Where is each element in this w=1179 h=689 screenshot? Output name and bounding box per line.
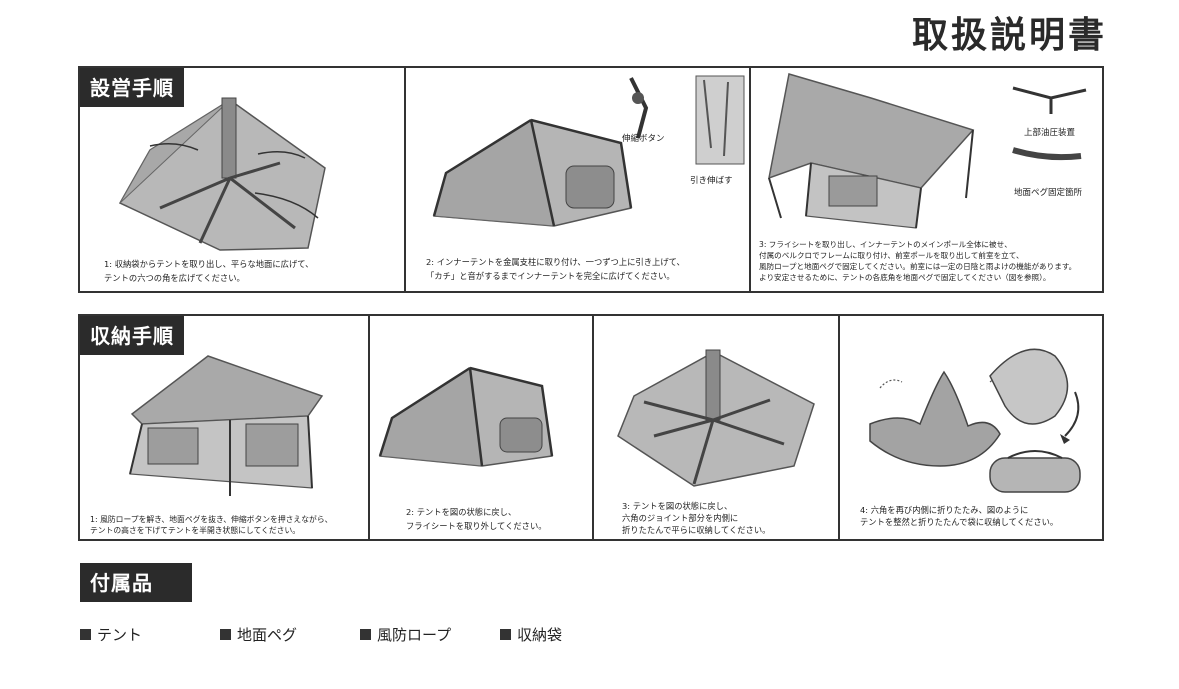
storage-step-1: 1: 風防ロープを解き、地面ペグを抜き、伸縮ボタンを押さえながら、 テントの高さ… [80,316,370,539]
storage-step-2: 2: テントを図の状態に戻し、 フライシートを取り外してください。 [370,316,594,539]
peg-point-label: 地面ペグ固定箇所 [1014,188,1083,198]
accessories-heading: 付属品 [80,563,192,602]
bullet-square-icon [220,629,231,640]
bullet-square-icon [500,629,511,640]
storage-step-4-caption-1: 4: 六角を再び内側に折りたたみ、図のように [860,505,1029,515]
setup-step-3-caption-3: 風防ロープと地面ペグで固定してください。前室には一定の日陰と雨よけの機能がありま… [759,262,1077,271]
setup-section: 設営手順 1: 収納袋からテントを取り出し、平らな地面に広げて、 テントの六つの… [78,66,1104,293]
accessory-item: テント [80,624,220,645]
setup-step-2-caption-1: 2: インナーテントを金属支柱に取り付け、一つずつ上に引き上げて、 [426,257,685,267]
storage-step-4-caption-2: テントを整然と折りたたんで袋に収納してください。 [860,517,1059,527]
accessory-rope: 風防ロープ [377,626,452,644]
storage-section: 収納手順 1: 風防ロープを解き、地面ペグを抜き、伸縮ボタンを押さえながら、 テ… [78,314,1104,541]
storage-step-2-caption-1: 2: テントを図の状態に戻し、 [406,507,517,517]
storage-step-3-caption-2: 六角のジョイント部分を内側に [622,513,739,523]
storage-step-2-caption-2: フライシートを取り外してください。 [406,521,547,531]
accessories-list: テント 地面ペグ 風防ロープ 収納袋 [80,624,640,645]
accessory-item: 風防ロープ [360,624,500,645]
half-open-tent-illustration [129,355,324,496]
setup-step-3-caption-4: より安定させるために、テントの各底角を地面ペグで固定してください（図を参照）。 [759,273,1051,282]
setup-step-2: 伸縮ボタン 引き伸ばす 2: インナーテントを金属支柱に取り付け、一つずつ上に引… [406,68,751,291]
storage-step-4: 4: 六角を再び内側に折りたたみ、図のように テントを整然と折りたたんで袋に収納… [840,316,1104,539]
bullet-square-icon [80,629,91,640]
accessory-peg: 地面ペグ [237,626,298,644]
fly-sheet-tent-illustration [768,73,1087,229]
telescopic-button-label: 伸縮ボタン [622,134,665,144]
setup-step-3-caption-2: 付属のベルクロでフレームに取り付け、前室ポールを取り出して前室を立て、 [759,251,1024,260]
inner-tent-illustration [432,75,745,227]
pack-into-bag-illustration [869,348,1081,493]
setup-step-2-caption-2: 「カチ」と音がするまでインナーテントを完全に広げてください。 [426,271,675,281]
storage-step-3-caption-3: 折りたたんで平らに収納してください。 [622,525,771,535]
setup-step-1-caption-2: テントの六つの角を広げてください。 [104,273,245,283]
document-title: 取扱説明書 [911,15,1107,56]
bullet-square-icon [360,629,371,640]
setup-step-1: 1: 収納袋からテントを取り出し、平らな地面に広げて、 テントの六つの角を広げて… [80,68,406,291]
storage-heading: 収納手順 [80,316,184,355]
storage-step-3: 3: テントを図の状態に戻し、 六角のジョイント部分を内側に 折りたたんで平らに… [594,316,840,539]
accessory-item: 地面ペグ [220,624,360,645]
flat-tent-illustration [118,97,326,251]
storage-step-3-caption-1: 3: テントを図の状態に戻し、 [622,501,733,511]
accessory-item: 収納袋 [500,624,640,645]
setup-step-1-caption-1: 1: 収納袋からテントを取り出し、平らな地面に広げて、 [104,259,314,269]
setup-step-3: 上部油圧装置 地面ペグ固定箇所 3: フライシートを取り出し、インナーテントのメ… [751,68,1104,291]
storage-step-1-caption-1: 1: 風防ロープを解き、地面ペグを抜き、伸縮ボタンを押さえながら、 [90,515,333,524]
extend-label: 引き伸ばす [690,176,733,186]
setup-heading: 設営手順 [80,68,184,107]
setup-step-3-caption-1: 3: フライシートを取り出し、インナーテントのメインポール全体に被せ、 [759,240,1012,249]
hydraulic-label: 上部油圧装置 [1024,128,1076,138]
storage-step-1-caption-2: テントの高さを下げてテントを半開き状態にしてください。 [90,526,301,535]
flat-fold-illustration [617,349,815,487]
accessory-tent: テント [97,626,143,644]
accessory-bag: 収納袋 [517,626,563,644]
inner-tent-fold-illustration [378,366,554,467]
